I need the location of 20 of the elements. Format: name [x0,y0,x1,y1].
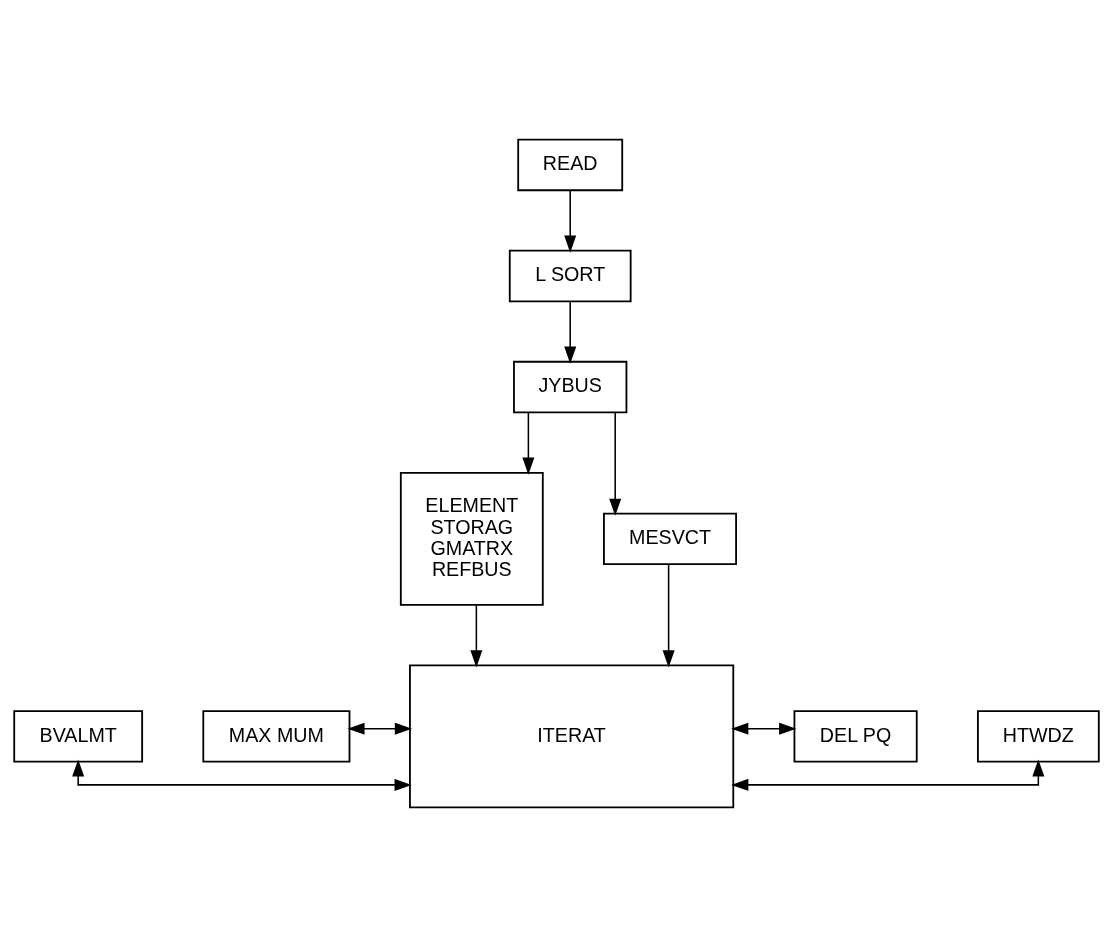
node-box: ELEMENT STORAG GMATRX REFBUS [399,471,544,606]
arrow [347,722,412,735]
arrow [564,300,577,364]
node-box: JYBUS [513,360,628,414]
node-box: BVALMT [13,710,144,763]
arrow [731,722,797,735]
arrow [731,759,1045,791]
arrow [72,759,412,791]
arrow [470,604,483,668]
arrow [609,412,622,516]
node-box: DEL PQ [793,710,918,763]
node-box: READ [517,138,624,192]
node-box: MAX MUM [202,710,351,763]
node-box: ITERAT [409,664,735,809]
arrow [564,189,577,253]
node-box: L SORT [508,249,632,303]
arrow [662,563,675,668]
node-box: MESVCT [603,512,737,566]
arrow [522,412,535,475]
node-box: HTWDZ [976,710,1100,763]
